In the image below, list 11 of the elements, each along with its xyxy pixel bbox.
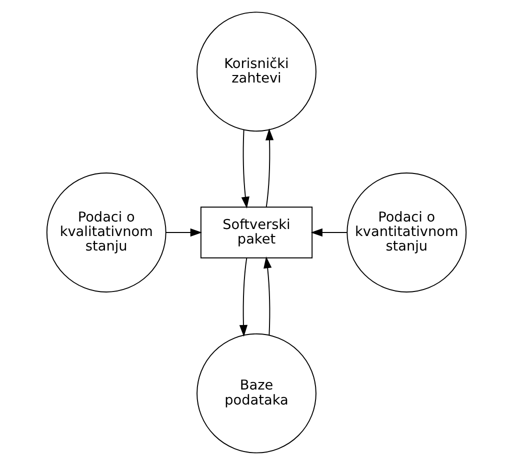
arrow: [263, 256, 272, 336]
arrow: [310, 228, 347, 237]
node-circle: Baze podataka: [196, 333, 316, 454]
arrow: [238, 257, 248, 337]
node-circle: Korisnički zahtevi: [196, 12, 316, 132]
node-circle: Podaci o kvalitativnom stanju: [46, 172, 166, 292]
node-box: Softverski paket: [200, 206, 312, 258]
node-circle: Podaci o kvantitativnom stanju: [346, 172, 466, 292]
arrow: [240, 130, 249, 208]
arrow: [164, 228, 202, 237]
arrow: [264, 128, 274, 208]
